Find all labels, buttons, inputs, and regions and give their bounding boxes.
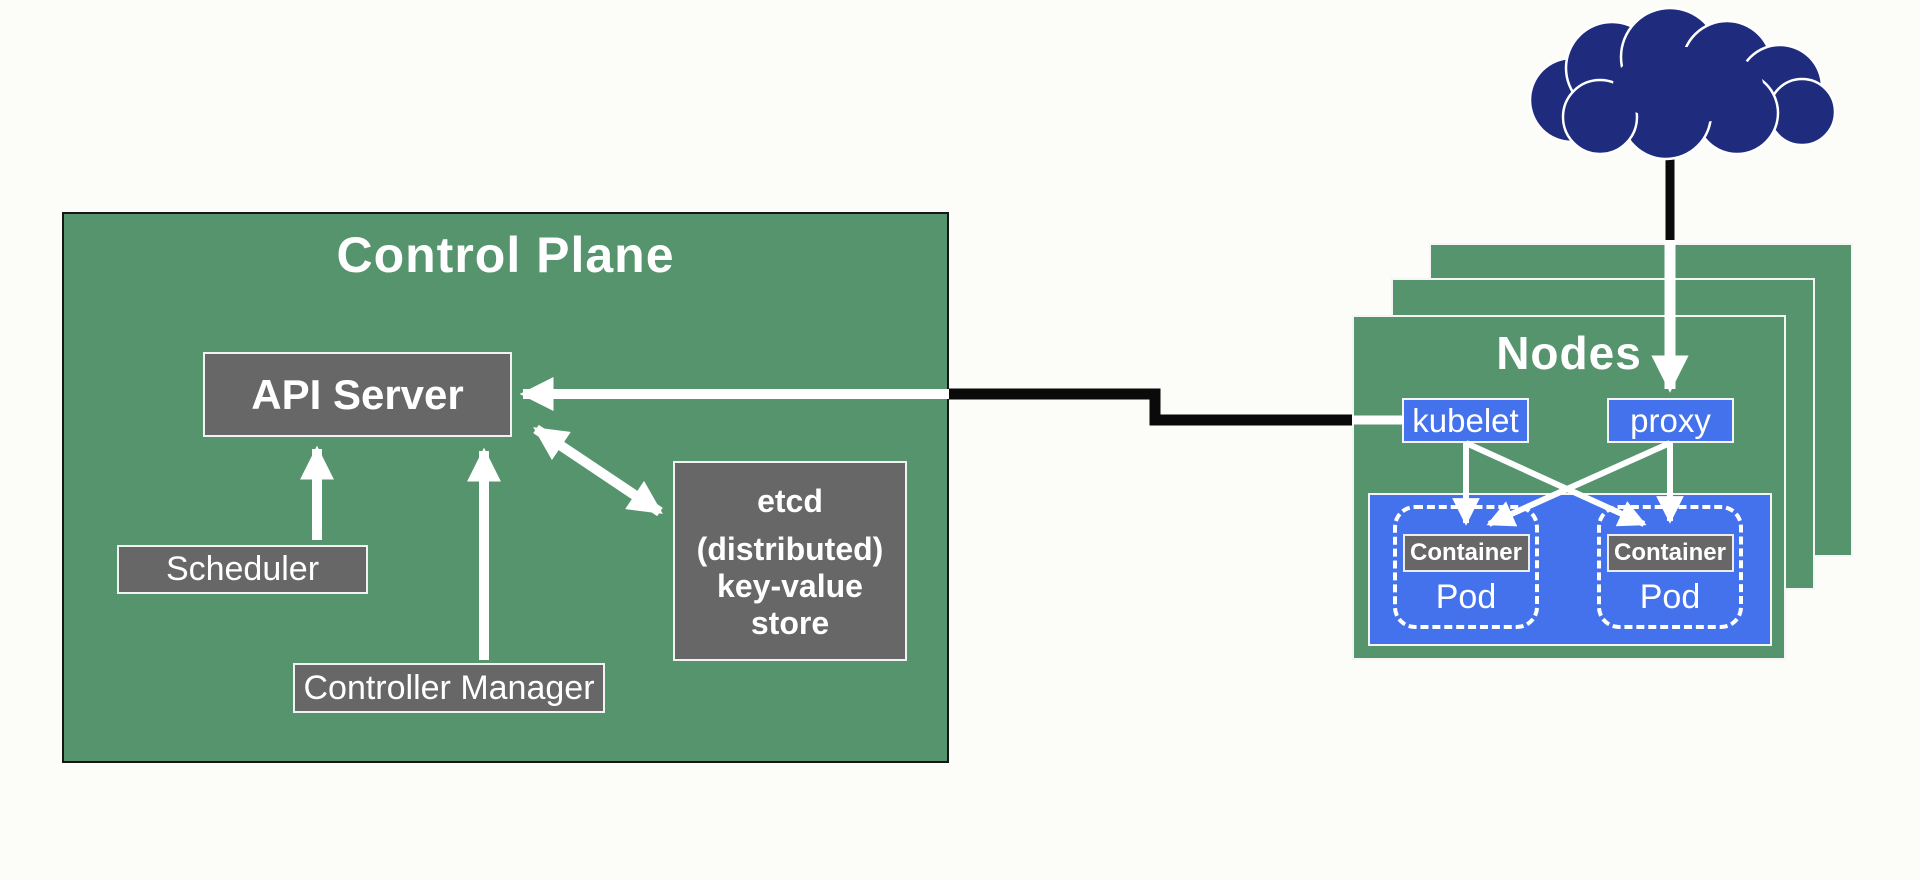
nodes-title: Nodes	[1496, 327, 1642, 379]
container-box: Container	[1606, 534, 1734, 572]
scheduler-box: Scheduler	[117, 545, 368, 594]
controller-manager-box: Controller Manager	[293, 663, 605, 713]
etcd-desc-line: store	[750, 605, 830, 641]
pod-label: Pod	[1435, 578, 1497, 616]
controlplane-nodes-connector	[949, 388, 1352, 426]
kubelet-box: kubelet	[1402, 398, 1529, 443]
scheduler-label: Scheduler	[165, 550, 320, 588]
control-plane-title: Control Plane	[336, 227, 675, 283]
proxy-label: proxy	[1630, 401, 1711, 439]
pod-box: Container Pod	[1393, 505, 1539, 629]
kubelet-label: kubelet	[1412, 401, 1519, 439]
proxy-box: proxy	[1607, 398, 1734, 443]
api-server-box: API Server	[203, 352, 512, 437]
container-label: Container	[1409, 539, 1522, 566]
pod-label: Pod	[1639, 578, 1701, 616]
controller-manager-label: Controller Manager	[303, 668, 595, 707]
container-box: Container	[1402, 534, 1530, 572]
etcd-desc-line: key-value	[717, 568, 863, 604]
etcd-box: etcd (distributed) key-value store	[673, 461, 907, 661]
container-label: Container	[1613, 539, 1726, 566]
pod-box: Container Pod	[1597, 505, 1743, 629]
internet-cloud-icon	[1528, 6, 1837, 161]
api-server-label: API Server	[251, 370, 464, 418]
etcd-desc-line: (distributed)	[696, 531, 884, 567]
etcd-description: (distributed) key-value store	[697, 531, 884, 642]
etcd-label: etcd	[757, 483, 823, 519]
